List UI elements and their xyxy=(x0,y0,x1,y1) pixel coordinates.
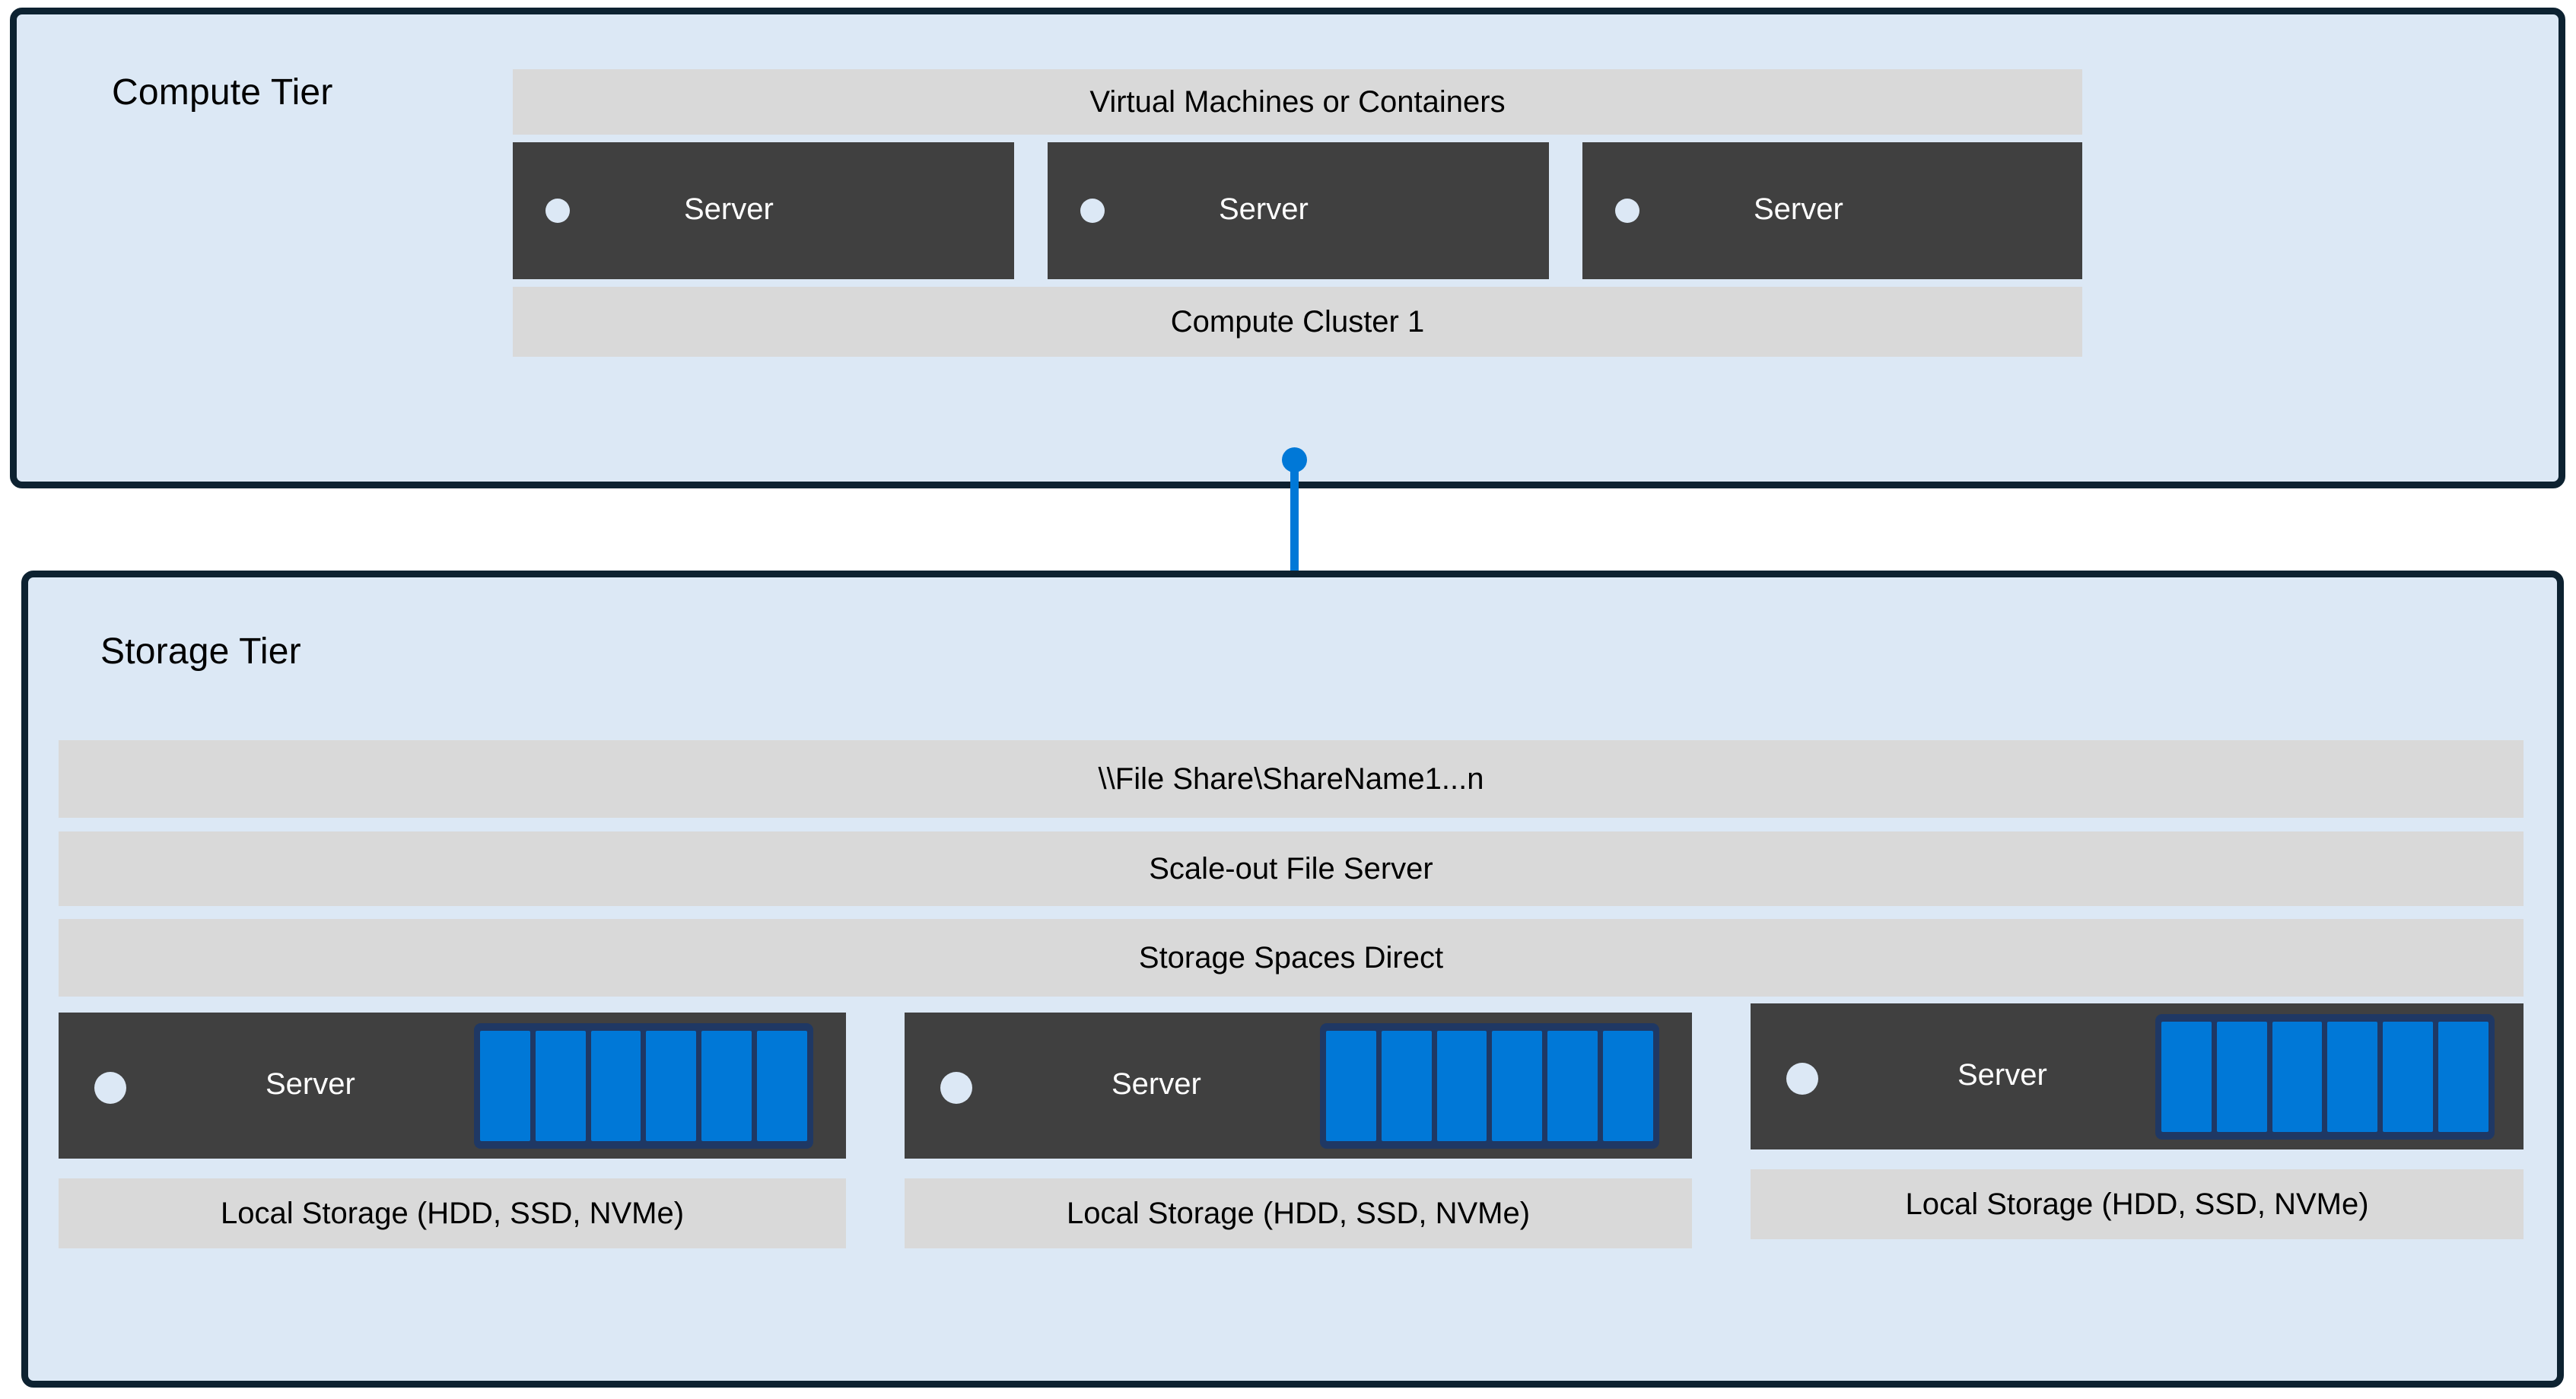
server-status-led-icon xyxy=(940,1072,972,1104)
server-status-led-icon xyxy=(1080,199,1105,223)
disk-icon xyxy=(2272,1022,2323,1132)
file-share-band: \\File Share\ShareName1...n xyxy=(59,740,2524,818)
storage-server-3-label: Server xyxy=(1957,1058,2047,1092)
disk-icon xyxy=(646,1031,697,1141)
storage-tier-title: Storage Tier xyxy=(100,631,301,672)
disk-icon xyxy=(1603,1031,1653,1141)
storage-spaces-direct-band-label: Storage Spaces Direct xyxy=(1138,941,1444,975)
disk-icon xyxy=(2327,1022,2378,1132)
local-storage-caption-2-label: Local Storage (HDD, SSD, NVMe) xyxy=(1066,1197,1531,1230)
local-storage-caption-1-label: Local Storage (HDD, SSD, NVMe) xyxy=(220,1197,685,1230)
storage-server-2-disk-array xyxy=(1320,1023,1659,1149)
compute-server-3-label: Server xyxy=(1754,192,1843,226)
compute-server-2-label: Server xyxy=(1219,192,1309,226)
server-status-led-icon xyxy=(1786,1063,1818,1095)
scale-out-file-server-band: Scale-out File Server xyxy=(59,831,2524,906)
compute-server-1-label: Server xyxy=(684,192,774,226)
disk-icon xyxy=(2216,1022,2267,1132)
storage-server-2-label: Server xyxy=(1111,1067,1201,1101)
scale-out-file-server-band-label: Scale-out File Server xyxy=(1149,852,1433,886)
storage-tier-container: Storage Tier \\File Share\ShareName1...n… xyxy=(21,571,2564,1388)
server-status-led-icon xyxy=(545,199,570,223)
disk-icon xyxy=(1381,1031,1432,1141)
local-storage-caption-2: Local Storage (HDD, SSD, NVMe) xyxy=(905,1178,1692,1248)
disk-icon xyxy=(480,1031,530,1141)
storage-spaces-direct-band: Storage Spaces Direct xyxy=(59,919,2524,997)
disk-icon xyxy=(1492,1031,1543,1141)
disk-icon xyxy=(757,1031,807,1141)
storage-server-1-label: Server xyxy=(266,1067,355,1101)
disk-icon xyxy=(2161,1022,2212,1132)
disk-icon xyxy=(2438,1022,2489,1132)
server-status-led-icon xyxy=(94,1072,126,1104)
local-storage-caption-3-label: Local Storage (HDD, SSD, NVMe) xyxy=(1905,1188,2369,1221)
disk-icon xyxy=(701,1031,752,1141)
storage-server-1-disk-array xyxy=(474,1023,813,1149)
disk-icon xyxy=(1547,1031,1598,1141)
storage-server-2: Server xyxy=(905,1013,1692,1159)
storage-server-3: Server xyxy=(1751,1003,2524,1149)
disk-icon xyxy=(1326,1031,1376,1141)
storage-server-3-disk-array xyxy=(2155,1014,2495,1140)
compute-cluster-band-label: Compute Cluster 1 xyxy=(1170,305,1425,339)
compute-cluster-band: Compute Cluster 1 xyxy=(513,287,2082,357)
disk-icon xyxy=(1436,1031,1487,1141)
compute-tier-container: Compute Tier Virtual Machines or Contain… xyxy=(10,8,2565,488)
server-status-led-icon xyxy=(1615,199,1639,223)
disk-icon xyxy=(590,1031,641,1141)
file-share-band-label: \\File Share\ShareName1...n xyxy=(1098,762,1484,796)
local-storage-caption-3: Local Storage (HDD, SSD, NVMe) xyxy=(1751,1169,2524,1239)
disk-icon xyxy=(2383,1022,2434,1132)
compute-server-1: Server xyxy=(513,142,1014,279)
compute-server-2: Server xyxy=(1048,142,1549,279)
compute-server-3: Server xyxy=(1582,142,2082,279)
compute-tier-title: Compute Tier xyxy=(112,72,333,113)
disk-icon xyxy=(535,1031,586,1141)
virtual-machines-band-label: Virtual Machines or Containers xyxy=(1089,85,1506,119)
virtual-machines-band: Virtual Machines or Containers xyxy=(513,69,2082,135)
storage-server-1: Server xyxy=(59,1013,846,1159)
local-storage-caption-1: Local Storage (HDD, SSD, NVMe) xyxy=(59,1178,846,1248)
